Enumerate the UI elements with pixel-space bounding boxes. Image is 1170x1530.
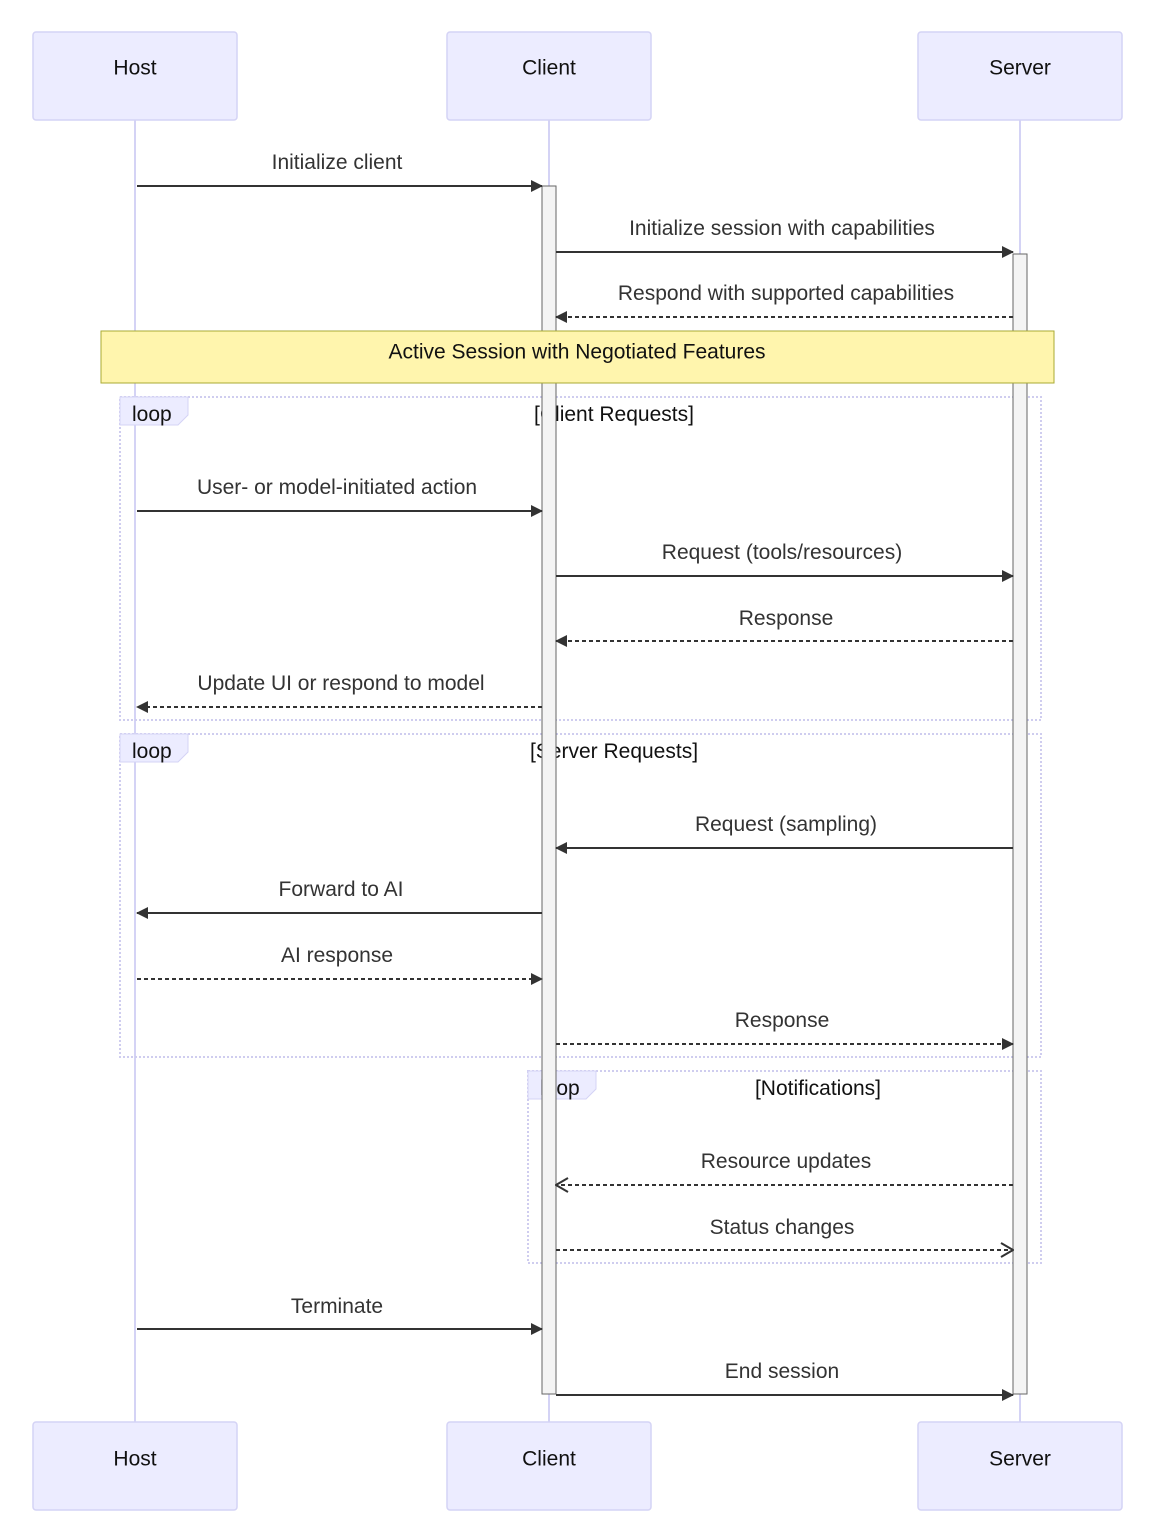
message-response-1: Response bbox=[555, 607, 1013, 647]
activation-client bbox=[541, 185, 557, 1395]
message-end-session: End session bbox=[556, 1360, 1014, 1401]
loop-server-requests-condition: [Server Requests] bbox=[530, 740, 698, 763]
note-active-session-text: Active Session with Negotiated Features bbox=[388, 341, 765, 364]
actor-client-top-label: Client bbox=[522, 57, 576, 80]
actor-client-bottom-label: Client bbox=[522, 1448, 576, 1471]
message-initialize-client: Initialize client bbox=[137, 151, 543, 192]
message-status-changes: Status changes bbox=[556, 1216, 1013, 1250]
note-active-session: Active Session with Negotiated Features bbox=[100, 330, 1055, 384]
message-respond-capabilities: Respond with supported capabilities bbox=[555, 282, 1013, 323]
message-request-tools-label: Request (tools/resources) bbox=[662, 541, 902, 564]
message-resource-updates-label: Resource updates bbox=[701, 1150, 871, 1173]
message-request-sampling-label: Request (sampling) bbox=[695, 813, 877, 836]
message-forward-ai: Forward to AI bbox=[136, 878, 542, 919]
message-user-action: User- or model-initiated action bbox=[137, 476, 543, 517]
message-request-sampling: Request (sampling) bbox=[555, 813, 1013, 854]
activation-server bbox=[1012, 253, 1028, 1395]
message-terminate-label: Terminate bbox=[291, 1295, 383, 1318]
message-end-session-label: End session bbox=[725, 1360, 839, 1383]
message-request-tools: Request (tools/resources) bbox=[556, 541, 1014, 582]
message-terminate: Terminate bbox=[137, 1295, 543, 1335]
loop-client-requests: loop [Client Requests] bbox=[119, 396, 1042, 721]
actor-host-top-label: Host bbox=[113, 57, 156, 80]
loop-notifications-condition: [Notifications] bbox=[755, 1077, 881, 1100]
message-response-2: Response bbox=[556, 1009, 1014, 1050]
actor-server-bottom: Server bbox=[917, 1421, 1123, 1511]
actor-host-top: Host bbox=[32, 31, 238, 121]
message-user-action-label: User- or model-initiated action bbox=[197, 476, 477, 499]
message-resource-updates: Resource updates bbox=[556, 1150, 1013, 1185]
actor-server-top: Server bbox=[917, 31, 1123, 121]
loop-server-requests: loop [Server Requests] bbox=[119, 733, 1042, 1058]
message-initialize-session: Initialize session with capabilities bbox=[556, 217, 1014, 258]
message-response-2-label: Response bbox=[735, 1009, 830, 1032]
actor-host-bottom-label: Host bbox=[113, 1448, 156, 1471]
message-ai-response: AI response bbox=[137, 944, 543, 985]
loop-server-requests-label: loop bbox=[132, 740, 172, 763]
loop-client-requests-label: loop bbox=[132, 403, 172, 426]
actor-client-top: Client bbox=[446, 31, 652, 121]
message-respond-capabilities-label: Respond with supported capabilities bbox=[618, 282, 954, 305]
message-forward-ai-label: Forward to AI bbox=[279, 878, 404, 901]
message-ai-response-label: AI response bbox=[281, 944, 393, 967]
actor-server-bottom-label: Server bbox=[989, 1448, 1051, 1471]
message-update-ui-label: Update UI or respond to model bbox=[197, 672, 484, 695]
actor-client-bottom: Client bbox=[446, 1421, 652, 1511]
actor-server-top-label: Server bbox=[989, 57, 1051, 80]
actor-host-bottom: Host bbox=[32, 1421, 238, 1511]
loop-client-requests-condition: [Client Requests] bbox=[534, 403, 694, 426]
message-initialize-client-label: Initialize client bbox=[272, 151, 403, 174]
message-response-1-label: Response bbox=[739, 607, 834, 630]
message-initialize-session-label: Initialize session with capabilities bbox=[629, 217, 935, 240]
message-status-changes-label: Status changes bbox=[710, 1216, 855, 1239]
message-update-ui: Update UI or respond to model bbox=[136, 672, 542, 713]
